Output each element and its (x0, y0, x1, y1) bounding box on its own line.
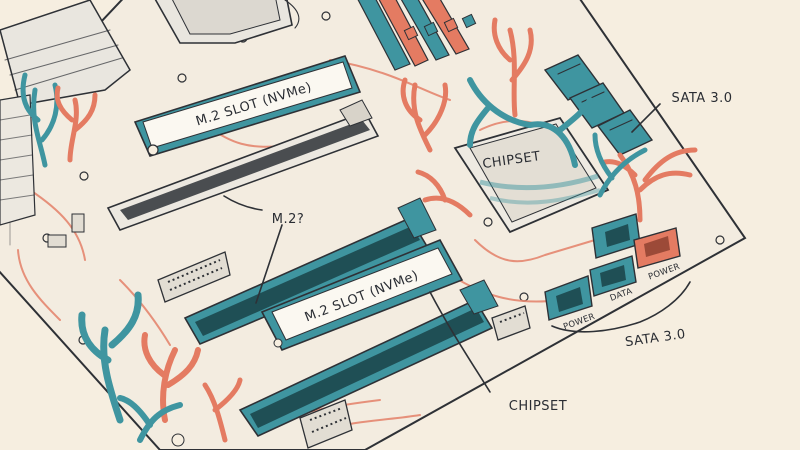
memory-slots-icon (357, 0, 477, 71)
coral-branch-icon (20, 17, 698, 443)
m2-slot-top (133, 55, 362, 157)
header-connector-bottom (299, 305, 531, 449)
header-connector-left (157, 251, 231, 303)
cpu-socket-icon (154, 0, 300, 44)
sata-connector-icon (543, 54, 654, 156)
capacitor-icon (47, 213, 185, 447)
chipset-callout-label: CHIPSET (509, 399, 567, 414)
m2-question-label: M.2? (272, 212, 305, 227)
m2-slot-bottom (260, 238, 464, 352)
pcie-slot-3 (238, 279, 499, 438)
leader-lines (223, 103, 691, 393)
sata-bottom-label: SATA 3.0 (624, 327, 687, 350)
pcie-slot-1 (106, 99, 380, 231)
io-heatsink (0, 0, 131, 226)
sata-top-label: SATA 3.0 (671, 91, 732, 106)
sata-ports-row (544, 213, 681, 321)
pcie-slot-2 (183, 197, 437, 346)
